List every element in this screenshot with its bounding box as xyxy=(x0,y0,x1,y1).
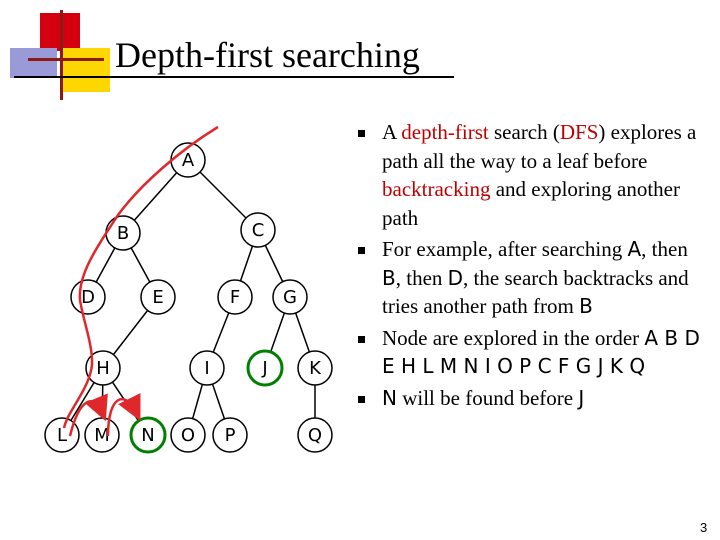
node-label: I xyxy=(204,358,209,379)
node-label: O xyxy=(181,425,195,446)
tree-node-p: P xyxy=(212,417,248,453)
node-circle xyxy=(246,349,284,387)
node-label: L xyxy=(57,425,67,446)
tree-node-n: N xyxy=(129,416,167,454)
bullet-square-icon xyxy=(358,247,365,254)
node-label: P xyxy=(225,425,236,446)
tree-node-d: D xyxy=(70,279,106,315)
tree-node-l: L xyxy=(44,417,80,453)
node-label: D xyxy=(81,287,95,308)
tree-node-c: C xyxy=(240,212,276,248)
node-circle xyxy=(129,416,167,454)
node-label: C xyxy=(252,220,265,241)
tree-diagram: A B C D E F G H I J K L M N O P Q xyxy=(44,125,333,454)
bullet-text-segment: DFS xyxy=(559,120,599,144)
node-label: M xyxy=(94,425,110,446)
bullet-square-icon xyxy=(358,395,365,403)
node-label: N xyxy=(141,425,154,446)
tree-node-k: K xyxy=(297,350,333,386)
node-circle xyxy=(297,350,333,386)
dfs-path-descent xyxy=(62,125,219,429)
bullet-text-segment: backtracking xyxy=(382,177,491,201)
bullet-item: A depth-first search (DFS) explores a pa… xyxy=(356,118,701,232)
node-circle xyxy=(217,279,253,315)
node-circle xyxy=(85,350,121,386)
dfs-path-to-n-arrow xyxy=(106,392,141,437)
bullet-text-segment: will be found before xyxy=(396,385,579,410)
bullet-text-segment: N xyxy=(382,385,397,410)
tree-node-a: A xyxy=(170,142,206,178)
bullet-text-segment: A xyxy=(382,120,402,144)
tree-node-o: O xyxy=(170,417,206,453)
bullet-text-segment: J xyxy=(578,385,585,410)
node-circle xyxy=(140,279,176,315)
bullet-item: N will be found before J xyxy=(356,384,701,413)
dfs-path-to-m-arrow xyxy=(68,393,108,437)
bullet-text-segment: and exploring another path xyxy=(382,177,680,230)
node-circle xyxy=(297,417,333,453)
tree-node-m: M xyxy=(84,417,120,453)
node-circle xyxy=(272,279,308,315)
node-label: A xyxy=(182,150,195,171)
node-circle xyxy=(44,417,80,453)
tree-node-b: B xyxy=(105,215,141,251)
decorative-yellow-square xyxy=(62,48,110,92)
slide-title: Depth-first searching xyxy=(115,35,420,75)
bullet-item: Node are explored in the order A B D E H… xyxy=(356,324,701,381)
bullet-text-segment: For example, after searching xyxy=(382,237,628,261)
tree-node-g: G xyxy=(272,279,308,315)
bullet-text-segment: A B D E H L M N I O P C F G J K Q xyxy=(382,325,700,379)
bullet-text-segment: D xyxy=(447,265,464,290)
bullet-text-segment: B xyxy=(579,294,593,318)
tree-node-e: E xyxy=(140,279,176,315)
node-label: Q xyxy=(308,425,322,446)
bullet-item: For example, after searching A, then B, … xyxy=(356,235,701,321)
node-circle xyxy=(170,417,206,453)
bullet-square-icon xyxy=(358,335,365,343)
bullet-text-segment: search ( xyxy=(488,120,560,144)
node-label: B xyxy=(117,223,129,244)
tree-node-f: F xyxy=(217,279,253,315)
bullet-text-segment: A xyxy=(627,237,642,261)
node-label: F xyxy=(230,287,240,308)
decorative-blue-square xyxy=(10,48,57,78)
tree-node-j: J xyxy=(246,349,284,387)
bullet-text-segment: B xyxy=(382,265,396,290)
bullet-text-segment: , the search backtracks and tries anothe… xyxy=(382,265,689,319)
decorative-vertical-line xyxy=(60,10,63,100)
node-label: K xyxy=(309,358,322,379)
tree-node-i: I xyxy=(189,350,225,386)
bullet-square-icon xyxy=(358,130,365,137)
node-label: E xyxy=(152,287,163,308)
node-label: G xyxy=(283,287,297,308)
bullet-text-segment: Node are explored in the order xyxy=(382,325,645,350)
bullet-text-segment: ) explores a path all the way to a leaf … xyxy=(382,120,697,173)
tree-node-h: H xyxy=(85,350,121,386)
node-circle xyxy=(189,350,225,386)
bullet-text-segment: , then xyxy=(641,237,688,261)
bullet-list: A depth-first search (DFS) explores a pa… xyxy=(356,118,701,412)
decorative-horizontal-line xyxy=(28,58,104,61)
tree-node-q: Q xyxy=(297,417,333,453)
node-circle xyxy=(240,212,276,248)
node-label: J xyxy=(261,358,267,379)
bullet-text-segment: , then xyxy=(395,265,448,290)
node-circle xyxy=(212,417,248,453)
node-label: H xyxy=(96,358,110,379)
page-number: 3 xyxy=(700,520,708,535)
bullet-text-segment: depth-first xyxy=(401,120,489,144)
title-underline xyxy=(14,76,454,78)
